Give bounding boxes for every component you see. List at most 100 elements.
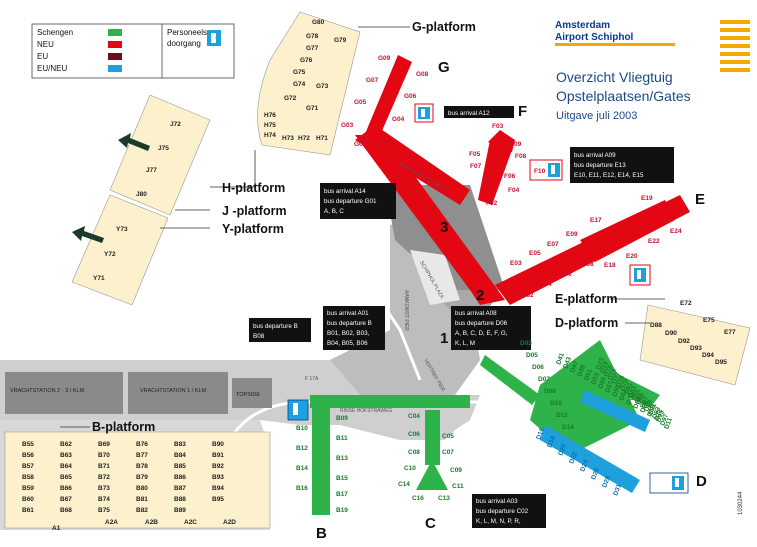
- stand-b91: B91: [212, 452, 224, 459]
- gate-e24: E24: [670, 228, 682, 235]
- gates-d-remote: D88 D90 D92 D93 D94 D95: [650, 322, 727, 366]
- gate-d68: D68: [646, 404, 657, 418]
- gates-b: B09 B10 B11 B12 B13 B14 B15 B16 B17 B19: [296, 415, 348, 514]
- gate-d22: D22: [568, 451, 579, 465]
- gate-d12: D12: [556, 412, 568, 419]
- gate-d73: D73: [595, 357, 606, 371]
- stand-b85: B85: [174, 463, 186, 470]
- gate-g76: G76: [300, 57, 313, 64]
- gate-e07: E07: [547, 241, 559, 248]
- gate-a2b: A2B: [145, 519, 158, 526]
- gate-d95: D95: [655, 409, 666, 423]
- gate-e18: E18: [604, 262, 616, 269]
- stand-b72: B72: [98, 474, 110, 481]
- gate-d49: D49: [576, 364, 587, 378]
- gate-c04: C04: [408, 413, 420, 420]
- vrachtstation-23-label: VRACHTSTATION 2 - 3 / KLM: [10, 388, 84, 394]
- gate-h72: H72: [298, 135, 310, 142]
- gate-d08: D08: [544, 388, 556, 395]
- logo: Amsterdam Airport Schiphol: [555, 20, 750, 72]
- gate-d89: D89: [643, 399, 654, 413]
- gate-d76: D76: [607, 367, 618, 381]
- bus-box-a08-line2: bus departure D06: [455, 320, 508, 327]
- stand-b77: B77: [136, 452, 148, 459]
- bus-box-a09-line1: bus arrival A09: [574, 152, 616, 159]
- gate-d94: D94: [702, 352, 714, 359]
- gate-d92: D92: [678, 338, 690, 345]
- gates-y: Y73 Y72 Y71: [93, 226, 128, 282]
- gates-j: J72 J75 J77 J80: [136, 121, 181, 198]
- pier-d: [480, 340, 660, 493]
- stand-b57: B57: [22, 463, 34, 470]
- gate-g06: G06: [404, 93, 417, 100]
- gate-b17: B17: [336, 491, 348, 498]
- legend-swatch-eu: [108, 53, 122, 60]
- gate-d71: D71: [653, 408, 664, 422]
- stand-b79: B79: [136, 474, 148, 481]
- bus-box-b08: bus departure B B08: [249, 318, 311, 342]
- legend: Schengen NEU EU EU/NEU Personeels- doorg…: [31, 23, 235, 79]
- gate-d88: D88: [650, 322, 662, 329]
- gate-d55: D55: [597, 376, 608, 390]
- gate-f10: F10: [534, 168, 546, 175]
- topside-label: TOPSIDE: [236, 392, 260, 398]
- gate-d07: D07: [538, 376, 550, 383]
- gate-d47: D47: [569, 360, 580, 374]
- gate-g04: G04: [392, 116, 405, 123]
- vrachtstation-1-label: VRACHTSTATION 1 / KLM: [140, 388, 207, 394]
- gate-f01: F01: [482, 177, 494, 184]
- gate-g79: G79: [334, 37, 347, 44]
- gate-d24: D24: [579, 459, 590, 473]
- f17-label: F 17A: [305, 376, 319, 382]
- gate-c09: C09: [450, 467, 462, 474]
- gates-h: H76 H75 H74 H73 H72 H71: [264, 112, 328, 142]
- gate-b11: B11: [336, 435, 348, 442]
- bus-box-a14: bus arrival A14 bus departure G01 A, B, …: [320, 183, 396, 219]
- legend-staff-line2: doorgang: [167, 39, 201, 48]
- gate-d57: D57: [604, 380, 615, 394]
- gate-d63: D63: [625, 392, 636, 406]
- gate-f02: F02: [486, 200, 498, 207]
- gate-c10: C10: [404, 465, 416, 472]
- gate-d14: D14: [562, 424, 574, 431]
- pier-c-label: C: [425, 515, 436, 532]
- gate-c13: C13: [438, 495, 450, 502]
- stand-b78: B78: [136, 463, 148, 470]
- staff-passage-icon: [287, 399, 309, 421]
- stand-b69: B69: [98, 441, 110, 448]
- gate-e06: E06: [560, 271, 572, 278]
- bus-box-a08: bus arrival A08 bus departure D06 A, B, …: [451, 306, 531, 350]
- gate-g74: G74: [293, 81, 306, 88]
- gate-g01: G01: [354, 141, 367, 148]
- h-platform-label: H-platform: [222, 181, 285, 195]
- bus-box-a14-line1: bus arrival A14: [324, 188, 366, 195]
- bus-box-b08-line2: B08: [253, 333, 265, 340]
- gate-b09: B09: [336, 415, 348, 422]
- gate-f08: F08: [515, 153, 527, 160]
- title-line2: Opstelplaatsen/Gates: [556, 88, 691, 104]
- gate-a1: A1: [52, 525, 61, 532]
- gate-g73: G73: [316, 83, 329, 90]
- gate-d97: D97: [659, 413, 670, 427]
- stand-b90: B90: [212, 441, 224, 448]
- gate-b13: B13: [336, 455, 348, 462]
- pier-f: [478, 130, 515, 205]
- gate-e77: E77: [724, 329, 736, 336]
- pier-b-label: B: [316, 525, 327, 542]
- g-platform-label: G-platform: [412, 20, 476, 34]
- document-number: 1030244: [738, 491, 744, 515]
- gate-h71: H71: [316, 135, 328, 142]
- pier-d-label: D: [696, 473, 707, 490]
- legend-swatch-euneu: [108, 65, 122, 72]
- bus-box-a03: bus arrival A03 bus departure C02 K, L, …: [472, 494, 546, 528]
- gate-h74: H74: [264, 132, 276, 139]
- gate-g08: G08: [416, 71, 429, 78]
- bus-box-a12-line1: bus arrival A12: [448, 110, 490, 117]
- stand-b87: B87: [174, 485, 186, 492]
- gates-f: F01 F02 F03 F04 F05 F06 F07 F08 F09 F10: [469, 123, 546, 207]
- gate-a2d: A2D: [223, 519, 236, 526]
- gate-d06: D06: [532, 364, 544, 371]
- gate-j72: J72: [170, 121, 181, 128]
- bus-box-a01-line2: bus departure B: [327, 320, 372, 327]
- staff-passage-icon: [414, 103, 434, 123]
